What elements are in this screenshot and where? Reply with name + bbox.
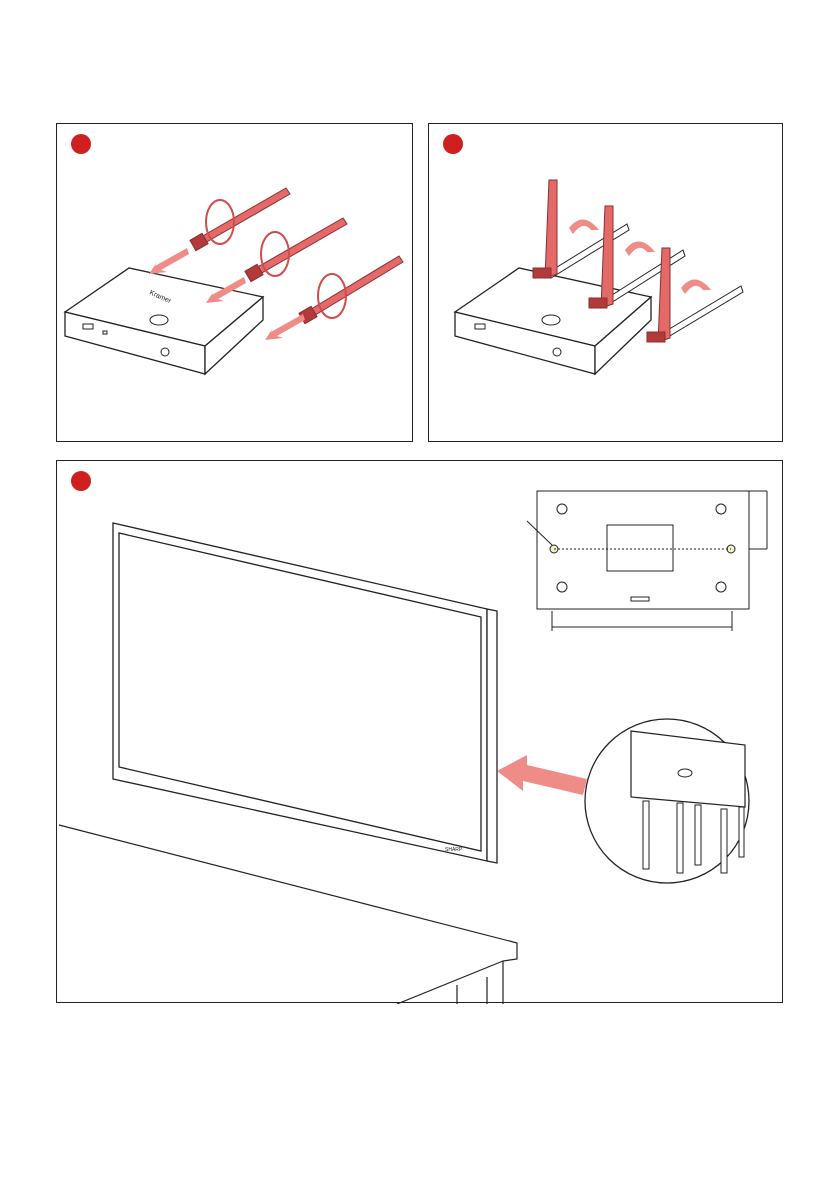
step-2-panel — [428, 123, 783, 442]
step-1-panel: Kramer — [56, 123, 413, 442]
step-3-panel: SHARP — [56, 460, 783, 1003]
step-3-illustration: SHARP — [57, 461, 784, 1004]
step-2-illustration — [429, 124, 784, 443]
mount-arrow — [497, 755, 587, 795]
step-1-illustration: Kramer — [57, 124, 414, 443]
zoom-detail — [585, 719, 749, 883]
display — [113, 523, 497, 863]
mounting-template — [527, 491, 767, 631]
display-brand: SHARP — [445, 847, 463, 853]
